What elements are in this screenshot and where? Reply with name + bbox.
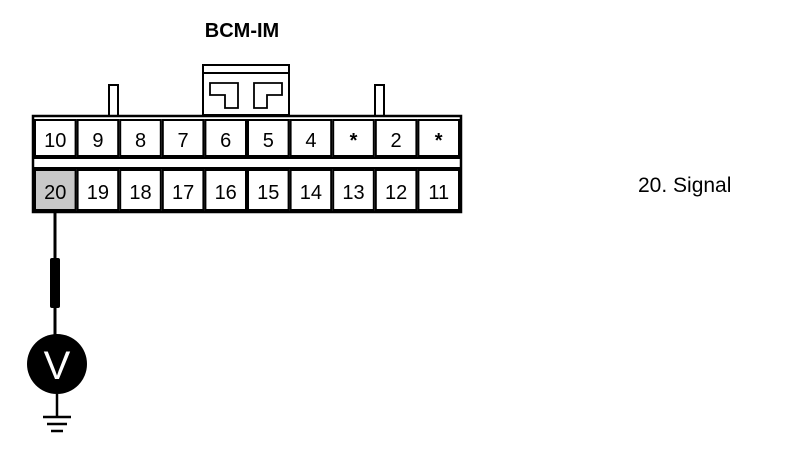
pin-cell-16 [204,169,247,211]
pin-cell-12 [374,169,418,211]
voltmeter-symbol: V [44,344,71,388]
connector-guide-post-left [108,84,119,117]
ground-icon [43,394,71,433]
pin-cell-10 [34,119,77,157]
diagram-title: BCM-IM [205,20,279,42]
connector-bottom-row: 20 19 18 17 16 15 14 13 12 11 [34,169,460,211]
pin-label: 9 [92,130,103,152]
pin-label: 17 [172,182,194,204]
pin-label: * [435,130,443,152]
pin-cell-17 [161,169,205,211]
pin-cell-2 [374,119,418,157]
pin-label: * [350,130,358,152]
pin-label: 11 [428,182,449,204]
pin-cell-4 [289,119,333,157]
pin-cell-11 [417,169,460,211]
pin-label: 8 [135,130,146,152]
pin-label: 2 [391,130,402,152]
pin-label: 10 [44,130,66,152]
voltmeter-icon: V [27,334,87,394]
pin-cell-13 [332,169,375,211]
pin-label: 7 [178,130,189,152]
pin-label: 16 [215,182,237,204]
pin-cell-18 [119,169,162,211]
pin-label: 5 [263,130,274,152]
pin-label: 12 [385,182,407,204]
pin-cell-9 [76,119,120,157]
connector-top-row: 10 9 8 7 6 5 4 * 2 * [34,119,460,157]
pin-cell-19 [76,169,120,211]
pin-cell-6 [204,119,247,157]
pin-cell-14 [289,169,333,211]
pin-cell-15 [247,169,290,211]
pin-label: 19 [87,182,109,204]
pin-label: 4 [305,130,316,152]
pin-label: 20 [44,182,66,204]
pin-cell-20 [34,169,77,211]
signal-label: 20. Signal [638,174,731,197]
probe-lead [50,212,60,335]
pin-label: 18 [129,182,151,204]
pin-cell-unused [417,119,460,157]
pin-cell-8 [119,119,162,157]
pin-cell-7 [161,119,205,157]
connector-guide-post-right [374,84,385,117]
connector-lock-tab [202,64,290,116]
pin-cell-5 [247,119,290,157]
pin-label: 6 [220,130,231,152]
pin-label: 14 [300,182,322,204]
pin-label: 13 [342,182,364,204]
pin-label: 15 [257,182,279,204]
pin-cell-unused [332,119,375,157]
